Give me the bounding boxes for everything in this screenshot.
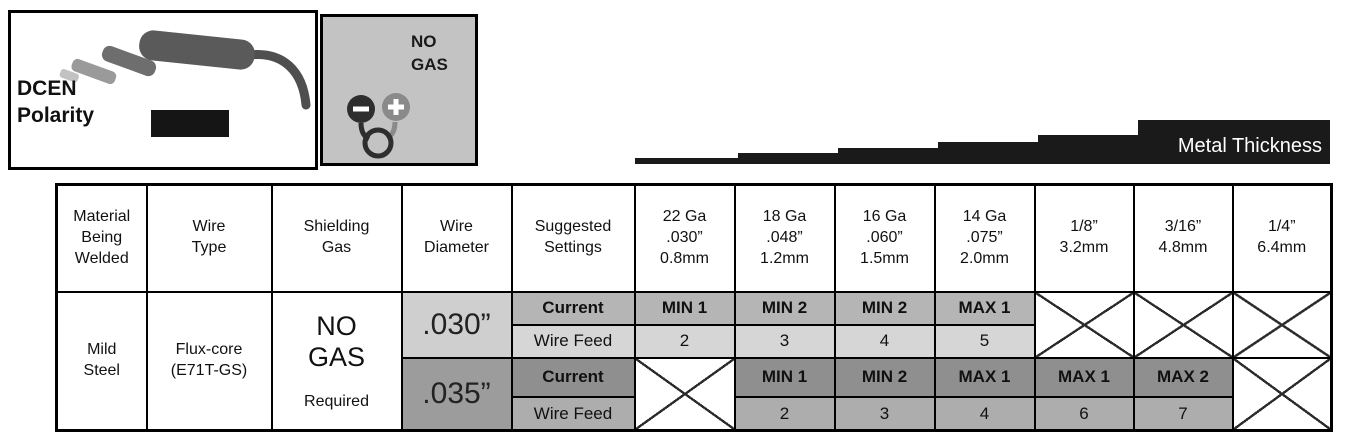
header-wire-diameter: Wire Diameter [400,183,513,293]
current-035-18ga: MIN 1 [733,356,836,399]
cell-diameter-030: .030” [400,290,513,359]
row-035-current: .035” Current MIN 1 MIN 2 MAX 1 MAX 1 MA… [57,356,1333,432]
welding-torch-illustration [59,30,311,110]
current-035-14ga: MAX 1 [933,356,1036,399]
wirefeed-030-16ga: 4 [833,323,936,359]
row-030-current: Mild Steel Flux-core (E71T-GS) NO GAS Re… [55,290,1333,432]
header-3-16in: 3/16” 4.8mm [1132,183,1234,293]
no-gas-box: NO GAS [320,14,478,166]
cell-shielding-gas: NO GAS Required [270,290,403,432]
wirefeed-030-22ga: 2 [633,323,736,359]
header-22ga: 22 Ga .030” 0.8mm [633,183,736,293]
current-030-16ga: MIN 2 [833,290,936,326]
table-header-row: Material Being Welded Wire Type Shieldin… [55,183,1333,293]
wirefeed-035-18ga: 2 [733,396,836,432]
crossed-cell-035-22ga [633,356,736,432]
thickness-ramp-shape: Metal Thickness [635,120,1330,164]
current-030-22ga: MIN 1 [633,290,736,326]
row-label-wirefeed-035: Wire Feed [510,396,636,432]
header-1-8in: 1/8” 3.2mm [1033,183,1135,293]
current-030-14ga: MAX 1 [933,290,1036,326]
shielding-gas-sub: Required [304,392,369,410]
minus-terminal-icon [347,95,375,123]
crossed-cell-030-1-8in [1033,290,1135,359]
current-035-3-16in: MAX 2 [1132,356,1234,399]
wirefeed-035-1-8in: 6 [1033,396,1135,432]
polarity-box: DCEN Polarity [8,10,318,170]
cell-diameter-035: .035” [400,356,513,432]
crossed-cell-030-3-16in [1132,290,1234,359]
header-wire-type: Wire Type [145,183,273,293]
current-035-1-8in: MAX 1 [1033,356,1135,399]
cell-wire-type: Flux-core (E71T-GS) [145,290,273,432]
header-1-4in: 1/4” 6.4mm [1231,183,1333,293]
metal-thickness-label: Metal Thickness [1178,135,1322,157]
wirefeed-030-18ga: 3 [733,323,836,359]
row-035-wirefeed: Wire Feed 2 3 4 6 7 [57,396,1332,432]
shielding-gas-main: NO GAS [307,311,366,373]
crossed-cell-030-1-4in [1231,290,1333,359]
polarity-terminals-illustration [347,93,410,159]
no-gas-label: NO GAS [411,32,448,74]
header-18ga: 18 Ga .048” 1.2mm [733,183,836,293]
row-030-wirefeed: Wire Feed 2 3 4 5 [57,323,1332,359]
plus-terminal-icon [382,93,410,121]
wirefeed-035-14ga: 4 [933,396,1036,432]
row-label-wirefeed-030: Wire Feed [510,323,636,359]
row-label-current-035: Current [510,356,636,399]
wirefeed-030-14ga: 5 [933,323,1036,359]
cell-material: Mild Steel [55,290,148,432]
wirefeed-035-3-16in: 7 [1132,396,1234,432]
wirefeed-035-16ga: 3 [833,396,936,432]
row-label-current-030: Current [510,290,636,326]
header-suggested-settings: Suggested Settings [510,183,636,293]
current-035-16ga: MIN 2 [833,356,936,399]
header-material: Material Being Welded [55,183,148,293]
wire-loop-icon [362,127,394,159]
header-14ga: 14 Ga .075” 2.0mm [933,183,1036,293]
black-bar [151,110,229,137]
crossed-cell-035-1-4in [1231,356,1333,432]
header-shielding-gas: Shielding Gas [270,183,403,293]
metal-thickness-ramp: Metal Thickness [635,114,1330,166]
polarity-title: DCEN Polarity [17,77,95,128]
settings-table: Material Being Welded Wire Type Shieldin… [55,183,1333,432]
current-030-18ga: MIN 2 [733,290,836,326]
header-16ga: 16 Ga .060” 1.5mm [833,183,936,293]
